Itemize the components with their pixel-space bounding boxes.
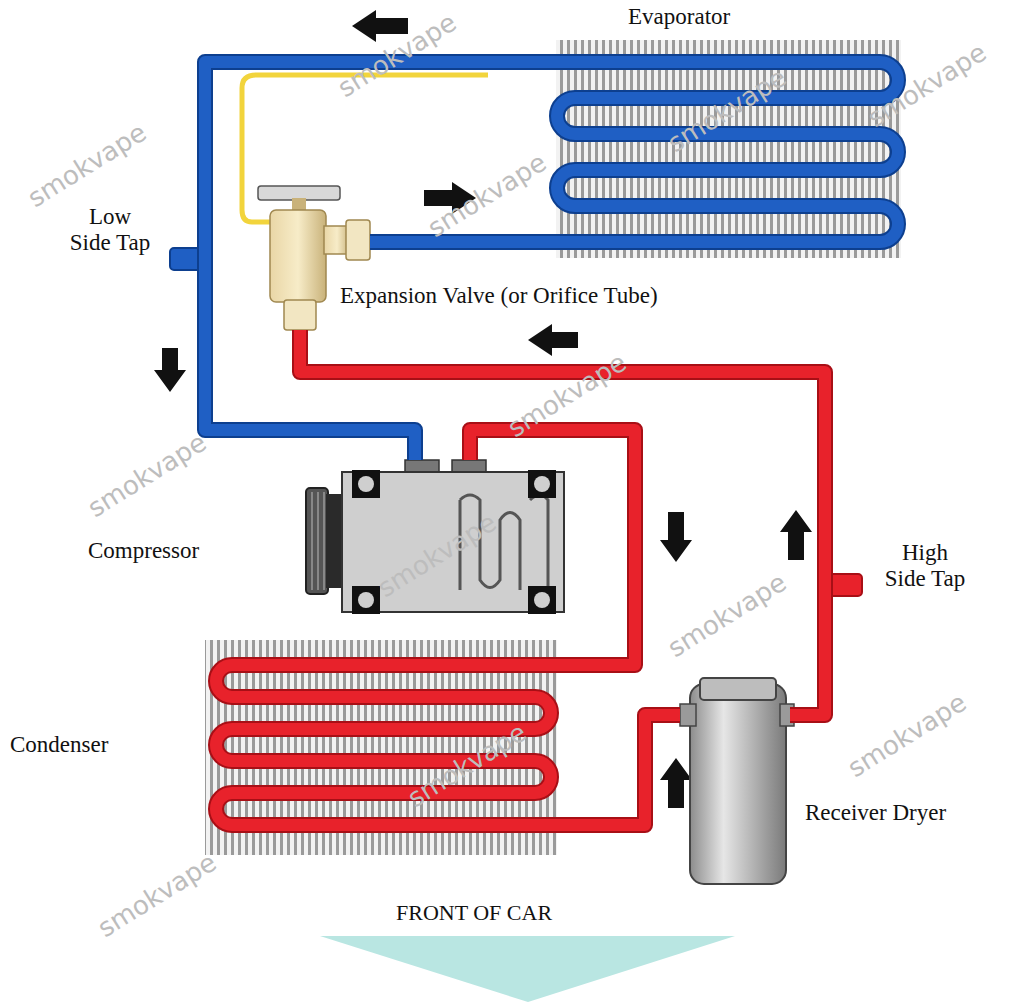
expansion-valve-drawing [258,186,370,330]
refrigerant-pipe [470,430,635,665]
pipe-stroke [205,62,550,460]
watermark: smokvape [332,7,461,103]
front-arrow [320,936,735,1002]
pipe-stroke [370,234,550,250]
watermark: smokvape [82,427,211,523]
watermark: smokvape [502,347,631,443]
refrigerant-pipe [300,330,825,715]
pipe-stroke [300,330,825,715]
direction-label: FRONT OF CAR [396,900,552,925]
tap-label: Low Side Tap [68,204,152,257]
refrigerant-pipe [370,242,550,243]
component-label: Compressor [88,538,199,564]
receiver-dryer: Receiver Dryer [680,680,790,885]
condenser-coil [216,665,560,825]
pipe-stroke [370,236,550,248]
evaporator: Evaporator [550,40,905,258]
pipe-stroke [560,715,680,825]
evaporator-coil [550,62,898,242]
component-label: Condenser [10,732,108,758]
watermark: smokvape [372,507,501,603]
watermark: smokvape [422,147,551,243]
pipe-stroke [470,430,635,665]
pipe-stroke [205,62,550,460]
watermark: smokvape [662,62,791,158]
component-label: Expansion Valve (or Orifice Tube) [340,283,658,309]
evaporator-fins [556,40,901,258]
component-label: Receiver Dryer [805,800,946,826]
pipe-stroke [300,330,825,715]
pipe-stroke [470,430,635,665]
tap-label: High Side Tap [880,540,970,593]
expansion-valve: Expansion Valve (or Orifice Tube) [258,185,370,330]
watermark: smokvape [862,37,991,133]
refrigerant-pipe [205,62,550,460]
watermark: smokvape [92,847,221,943]
watermark: smokvape [402,717,531,813]
refrigerant-pipe [560,715,680,825]
receiver-dryer-drawing [680,678,794,884]
flow-arrows [154,10,812,808]
compressor-drawing [306,460,564,614]
watermark: smokvape [22,117,151,213]
pipe-stroke [560,715,680,825]
watermark: smokvape [842,687,971,783]
watermark: smokvape [662,567,791,663]
component-label: Evaporator [628,4,730,30]
